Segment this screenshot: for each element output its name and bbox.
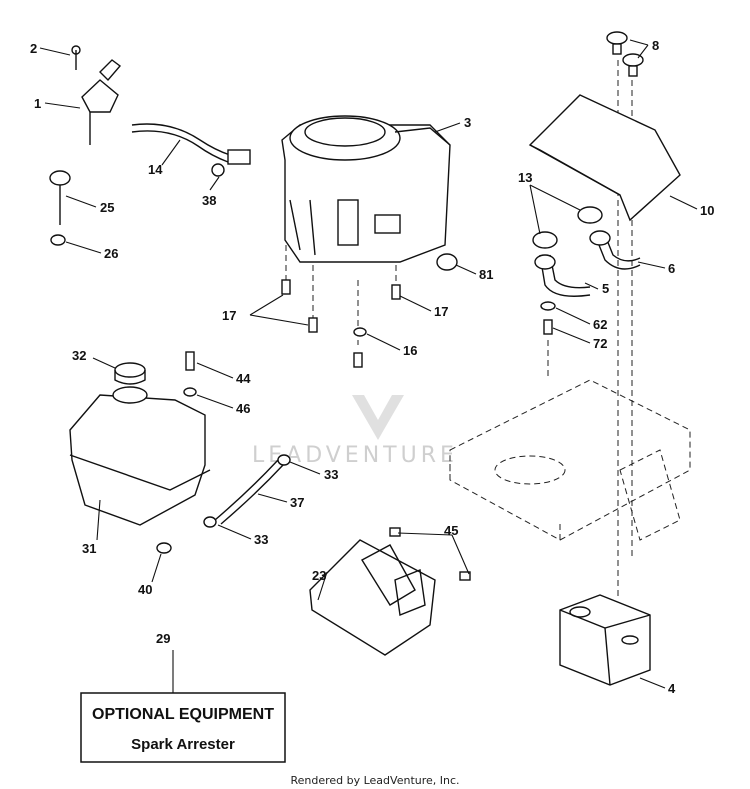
callout-16: 16 — [403, 343, 417, 358]
callout-31: 31 — [82, 541, 96, 556]
tank-fasteners — [183, 351, 197, 397]
engine-nut-81 — [436, 253, 458, 271]
callout-5: 5 — [602, 281, 609, 296]
throttle-control — [71, 45, 122, 145]
callout-25: 25 — [100, 200, 114, 215]
callout-10: 10 — [700, 203, 714, 218]
callout-2: 2 — [30, 41, 37, 56]
callout-1: 1 — [34, 96, 41, 111]
callout-labels: 2 1 3 4 5 6 8 10 13 14 16 17 17 23 25 26… — [30, 38, 714, 696]
engine-bolts — [281, 279, 401, 368]
callout-38: 38 — [202, 193, 216, 208]
choke-knob — [49, 170, 71, 246]
engine — [281, 115, 458, 271]
optional-equipment-subtitle: Spark Arrester — [131, 736, 235, 753]
exhaust-fasteners — [540, 301, 556, 335]
callout-44: 44 — [236, 371, 251, 386]
exhaust-pipes — [532, 206, 641, 297]
callout-33b: 33 — [254, 532, 268, 547]
muffler-shield — [528, 94, 681, 222]
callout-13: 13 — [518, 170, 532, 185]
callout-26: 26 — [104, 246, 118, 261]
fuel-line — [131, 123, 251, 177]
callout-8: 8 — [652, 38, 659, 53]
callout-32: 32 — [72, 348, 86, 363]
callout-33a: 33 — [324, 467, 338, 482]
callout-45: 45 — [444, 523, 458, 538]
optional-equipment-title: OPTIONAL EQUIPMENT — [92, 706, 274, 723]
callout-37: 37 — [290, 495, 304, 510]
callout-4: 4 — [668, 681, 676, 696]
footer-credit: Rendered by LeadVenture, Inc. — [290, 774, 459, 787]
fuel-hose — [203, 454, 291, 528]
callout-17b: 17 — [434, 304, 448, 319]
callout-46: 46 — [236, 401, 250, 416]
callout-17a: 17 — [222, 308, 236, 323]
callout-29: 29 — [156, 631, 170, 646]
leader-lines — [39, 39, 698, 693]
callout-23: 23 — [312, 568, 326, 583]
callout-14: 14 — [148, 162, 163, 177]
fuel-tank — [69, 362, 211, 554]
heat-shield — [309, 527, 471, 656]
callout-40: 40 — [138, 582, 152, 597]
muffler — [559, 594, 651, 686]
callout-62: 62 — [593, 317, 607, 332]
optional-equipment-box: OPTIONAL EQUIPMENT Spark Arrester — [80, 692, 286, 763]
callout-72: 72 — [593, 336, 607, 351]
callout-6: 6 — [668, 261, 675, 276]
callout-81: 81 — [479, 267, 493, 282]
shield-bolts — [606, 31, 644, 77]
callout-3: 3 — [464, 115, 471, 130]
